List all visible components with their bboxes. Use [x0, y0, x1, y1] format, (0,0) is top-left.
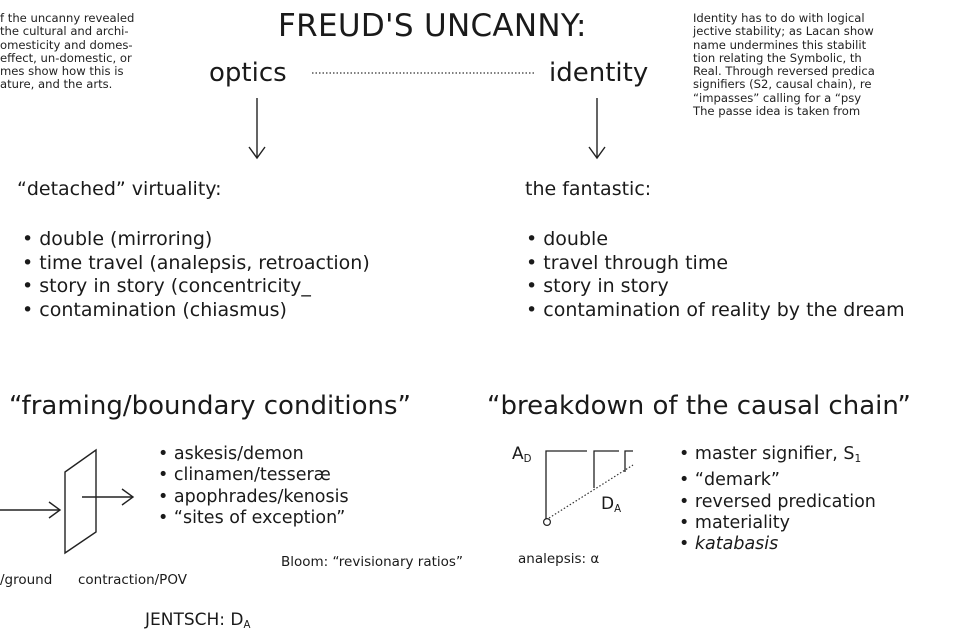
list-item: clinamen/tesseræ [158, 465, 349, 486]
item-text: master signifier, S [694, 444, 855, 464]
note-line: name undermines this stabilit [693, 37, 867, 52]
note-line: the cultural and archi- [0, 24, 129, 39]
item-text: materiality [694, 512, 791, 533]
identity-label: identity [549, 58, 649, 88]
fantastic-list: double travel through time story in stor… [526, 228, 905, 323]
da-label: DA [601, 494, 621, 515]
ground-label: /ground [0, 572, 53, 588]
list-item: master signifier, S1 [679, 444, 876, 470]
ad-text: A [512, 444, 524, 464]
ad-sub: D [523, 454, 532, 465]
causal-steps-icon [545, 450, 633, 521]
note-line: Real. Through reversed predica [693, 64, 875, 79]
list-item: contamination of reality by the dream [526, 299, 904, 323]
note-line: jective stability; as Lacan show [693, 24, 874, 39]
item-text: “demark” [694, 470, 780, 491]
analepsis-label: analepsis: α [518, 551, 600, 567]
list-item: materiality [679, 513, 876, 534]
causal-diagonal [548, 464, 634, 519]
framing-list: askesis/demon clinamen/tesseræ apophrade… [158, 444, 349, 529]
note-line: The passe idea is taken from [693, 104, 861, 119]
list-item: “sites of exception” [158, 508, 349, 529]
item-text: katabasis [694, 534, 779, 555]
contraction-label: contraction/POV [78, 572, 187, 588]
bloom-note: Bloom: “revisionary ratios” [281, 554, 463, 570]
left-note: f the uncanny revealed the cultural and … [0, 11, 135, 92]
list-item: time travel (analepsis, retroaction) [22, 252, 370, 276]
right-arrow-icon [0, 501, 62, 519]
note-line: tion relating the Symbolic, th [693, 50, 862, 65]
item-text: reversed predication [694, 491, 876, 512]
list-item: story in story [526, 275, 905, 299]
causal-heading: “breakdown of the causal chain” [487, 391, 911, 421]
down-arrow-icon [588, 98, 606, 160]
list-item: askesis/demon [158, 444, 349, 465]
down-arrow-icon [248, 98, 266, 160]
page-title: FREUD'S UNCANNY: [278, 8, 587, 44]
note-line: mes show how this is [0, 64, 124, 79]
right-arrow-icon [82, 488, 135, 506]
list-item: katabasis [679, 534, 876, 555]
da-text: D [601, 494, 615, 514]
ad-label: AD [512, 444, 532, 465]
list-item: story in story (concentricity_ [22, 275, 370, 299]
note-line: Identity has to do with logical [693, 11, 865, 25]
detached-list: double (mirroring) time travel (analepsi… [22, 228, 370, 322]
jentsch-text: JENTSCH: D [145, 610, 244, 630]
causal-list: master signifier, S1 “demark” reversed p… [679, 444, 876, 555]
list-item: reversed predication [679, 492, 876, 513]
detached-heading: “detached” virtuality: [17, 178, 222, 200]
note-line: signifiers (S2, causal chain), re [693, 77, 872, 92]
item-sub: 1 [854, 453, 862, 465]
list-item: travel through time [526, 252, 905, 276]
list-item: double [526, 228, 905, 252]
list-item: contamination (chiasmus) [22, 299, 370, 323]
list-item: “demark” [679, 470, 876, 491]
note-line: “impasses” calling for a “psy [693, 90, 862, 105]
jentsch-label: JENTSCH: DA [145, 610, 251, 631]
da-sub: A [614, 504, 622, 515]
origin-circle-icon [542, 517, 551, 526]
jentsch-sub: A [243, 620, 251, 631]
note-line: f the uncanny revealed [0, 11, 135, 25]
framing-heading: “framing/boundary conditions” [9, 391, 411, 421]
list-item: apophrades/kenosis [158, 487, 349, 508]
right-note: Identity has to do with logical jective … [693, 11, 875, 119]
fantastic-heading: the fantastic: [525, 178, 652, 200]
note-line: ature, and the arts. [0, 77, 113, 92]
list-item: double (mirroring) [22, 228, 370, 252]
optics-label: optics [209, 58, 287, 88]
note-line: effect, un-domestic, or [0, 50, 132, 65]
note-line: omesticity and domes- [0, 37, 133, 52]
frame-trapezoid-icon [64, 448, 97, 555]
